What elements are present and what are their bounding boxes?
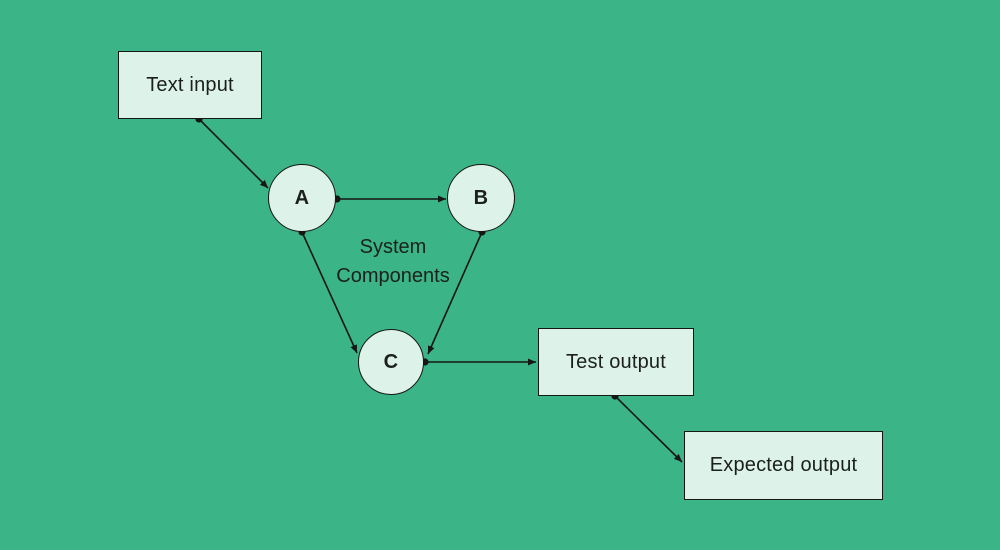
node-text-input-label: Text input <box>146 73 234 96</box>
node-a-label: A <box>294 186 310 209</box>
edge-text-input-to-a <box>198 118 269 189</box>
node-expected-output[interactable]: Expected output <box>684 431 883 500</box>
node-b-label: B <box>473 186 489 209</box>
edge-b-to-c <box>427 231 483 355</box>
node-expected-output-label: Expected output <box>709 454 858 476</box>
node-test-output-label: Test output <box>565 350 667 373</box>
node-text-input[interactable]: Text input <box>118 51 262 119</box>
node-test-output[interactable]: Test output <box>538 328 694 396</box>
edge-test-output-to-expected <box>614 395 683 463</box>
system-components-line1: System <box>359 236 427 258</box>
node-c-label: C <box>383 350 399 373</box>
node-b[interactable]: B <box>447 164 515 232</box>
node-c[interactable]: C <box>358 329 424 395</box>
node-a[interactable]: A <box>268 164 336 232</box>
system-components-line2: Components <box>336 265 450 287</box>
edge-a-to-c <box>301 231 358 354</box>
system-components-label: System Components <box>336 233 449 291</box>
